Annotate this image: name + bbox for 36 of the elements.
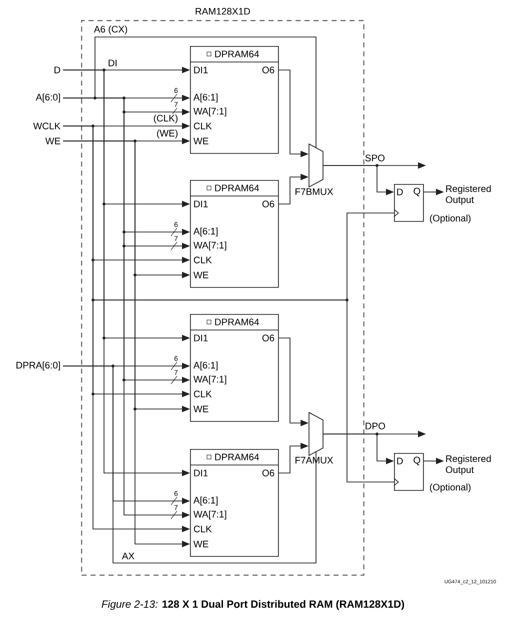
arrow [423, 188, 444, 196]
arrow [62, 70, 190, 476]
output-label: Registered Output [446, 185, 491, 205]
note-label: (Optional) [430, 214, 471, 224]
node-label: RAM128X1D [196, 8, 250, 15]
wire [62, 366, 316, 564]
port-label: D [54, 66, 60, 74]
arrow [278, 442, 309, 474]
edge-label: A6 (CX) [93, 25, 128, 35]
figure-caption: Figure 2-13: 128 X 1 Dual Port Distributed RAM (RAM128X1D) [102, 600, 404, 610]
flip-flop: D Q [394, 184, 424, 222]
arrow [323, 434, 394, 464]
output-label: Registered Output [446, 455, 491, 475]
port-label: DPRA[6:0] [16, 362, 60, 370]
edge-label: AX [121, 552, 136, 560]
edge-label: (CLK) [152, 114, 179, 124]
memory-block: DPRAM64 DI1 A[6:1] WA[7:1] CLK WE O6 [190, 46, 279, 154]
memory-block: DPRAM64 DI1 A[6:1] WA[7:1] CLK WE O6 [190, 180, 279, 288]
wire [62, 36, 316, 148]
port-label: WCLK [33, 122, 60, 130]
arrow [278, 70, 309, 158]
edge-label: DPO [364, 422, 386, 430]
note-label: (Optional) [430, 484, 471, 492]
edge-label: DI [107, 59, 118, 67]
arrow [278, 174, 309, 204]
memory-block: DPRAM64 DI1 A[6:1] WA[7:1] CLK WE O6 [190, 449, 279, 557]
arrow [323, 165, 394, 196]
edge-label: SPO [364, 154, 386, 162]
arrow [278, 338, 309, 426]
port-label: WE [45, 138, 60, 144]
flip-flop: D Q [394, 453, 424, 491]
memory-block: DPRAM64 DI1 A[6:1] WA[7:1] CLK WE O6 [190, 314, 279, 422]
edge-label: (WE) [156, 129, 179, 139]
port-label: A[6:0] [36, 94, 60, 102]
arrow [423, 458, 444, 464]
node-label: F7BMUX [296, 188, 334, 196]
